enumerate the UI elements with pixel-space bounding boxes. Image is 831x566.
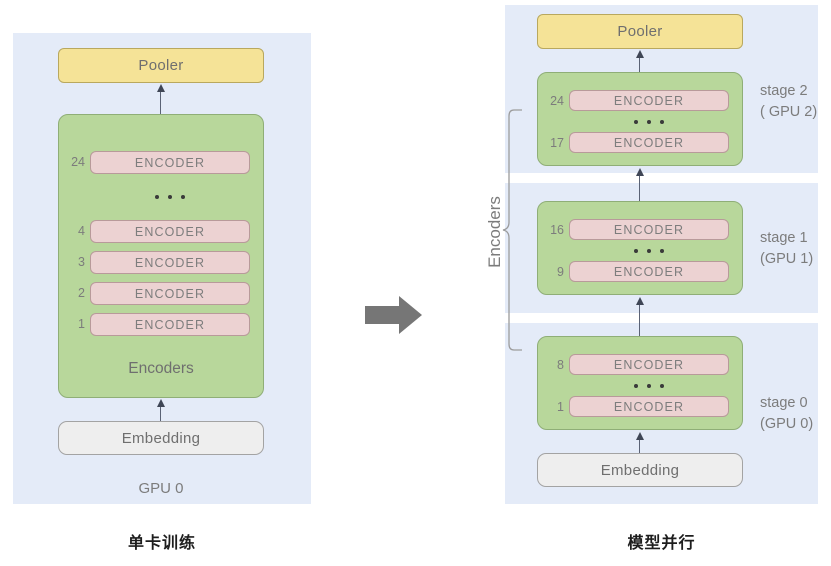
right-stage-1-encoder-index-top: 16 xyxy=(550,223,564,237)
right-connector-stage0-to-stage1 xyxy=(639,304,641,337)
left-encoder-box-3: ENCODER xyxy=(90,251,250,274)
right-stage-0-encoders-group: ENCODER 8 ENCODER 1 xyxy=(537,336,743,430)
left-caption: 单卡训练 xyxy=(127,535,196,552)
right-pooler-label: Pooler xyxy=(617,23,663,40)
left-embedding-box: Embedding xyxy=(58,421,264,455)
left-encoder-label-1: ENCODER xyxy=(134,317,206,332)
transform-arrow xyxy=(365,295,423,335)
right-stage-2-encoder-label-bottom: ENCODER xyxy=(613,135,685,150)
left-connector-embedding-to-encoders xyxy=(160,406,162,423)
right-stage-0-label-line1: stage 0 xyxy=(760,395,808,411)
left-encoder-index-3: 3 xyxy=(78,255,85,269)
right-stage-2-encoder-box-bottom: ENCODER xyxy=(569,132,729,153)
right-stage-0-encoder-box-bottom: ENCODER xyxy=(569,396,729,417)
right-pooler-box: Pooler xyxy=(537,14,743,49)
right-stage-2-encoder-index-bottom: 17 xyxy=(550,136,564,150)
encoders-brace-label: Encoders xyxy=(485,196,504,268)
right-block-arrow-icon xyxy=(365,296,422,334)
right-stage-2-label: stage 2 ( GPU 2) xyxy=(760,81,817,123)
right-stage-0-encoder-label-top: ENCODER xyxy=(613,357,685,372)
right-stage-2-label-line2: ( GPU 2) xyxy=(760,104,818,120)
right-stage-1-encoder-box-top: ENCODER xyxy=(569,219,729,240)
right-connector-stage2-to-pooler xyxy=(639,57,641,73)
right-stage-0-encoder-label-bottom: ENCODER xyxy=(613,399,685,414)
right-stage-1-label-line2: (GPU 1) xyxy=(760,251,814,267)
left-encoder-box-4: ENCODER xyxy=(90,220,250,243)
right-stage-1-encoder-label-top: ENCODER xyxy=(613,222,685,237)
right-stage-0-label: stage 0 (GPU 0) xyxy=(760,393,813,435)
right-caption: 模型并行 xyxy=(627,535,696,552)
left-encoder-index-1: 1 xyxy=(78,317,85,331)
right-stage-0-encoder-box-top: ENCODER xyxy=(569,354,729,375)
right-stage-0-encoder-index-bottom: 1 xyxy=(557,400,564,414)
left-pooler-label: Pooler xyxy=(138,57,184,74)
left-encoder-label-24: ENCODER xyxy=(134,155,206,170)
left-encoder-box-2: ENCODER xyxy=(90,282,250,305)
right-stage-1-encoders-group: ENCODER 16 ENCODER 9 xyxy=(537,201,743,295)
right-stage-2-encoder-label-top: ENCODER xyxy=(613,93,685,108)
right-connector-embedding-to-stage0 xyxy=(639,439,641,454)
encoders-brace-icon xyxy=(502,109,522,351)
right-stage-2-encoder-box-top: ENCODER xyxy=(569,90,729,111)
left-gpu-id-label: GPU 0 xyxy=(138,480,184,497)
right-embedding-box: Embedding xyxy=(537,453,743,487)
right-embedding-label: Embedding xyxy=(600,461,680,479)
left-pooler-box: Pooler xyxy=(58,48,264,83)
left-encoders-group-label: Encoders xyxy=(128,360,194,377)
left-encoder-index-24: 24 xyxy=(71,155,85,169)
left-encoder-index-4: 4 xyxy=(78,224,85,238)
right-stage-0-label-line2: (GPU 0) xyxy=(760,416,814,432)
left-ellipsis-dots xyxy=(90,191,250,203)
right-stage-1-encoder-label-bottom: ENCODER xyxy=(613,264,685,279)
left-embedding-label: Embedding xyxy=(121,429,201,447)
right-stage-1-ellipsis-dots xyxy=(569,246,729,256)
left-encoders-group: ENCODER 24 ENCODER 4 ENCODER 3 ENCODER 2… xyxy=(58,114,264,398)
right-stage-1-label: stage 1 (GPU 1) xyxy=(760,228,813,270)
left-encoder-box-24: ENCODER xyxy=(90,151,250,174)
left-encoder-index-2: 2 xyxy=(78,286,85,300)
right-stage-1-encoder-index-bottom: 9 xyxy=(557,265,564,279)
left-encoder-label-3: ENCODER xyxy=(134,255,206,270)
left-encoder-label-2: ENCODER xyxy=(134,286,206,301)
right-stage-2-label-line1: stage 2 xyxy=(760,83,808,99)
right-stage-0-ellipsis-dots xyxy=(569,381,729,391)
left-encoder-box-1: ENCODER xyxy=(90,313,250,336)
right-stage-2-ellipsis-dots xyxy=(569,117,729,127)
right-stage-2-encoder-index-top: 24 xyxy=(550,94,564,108)
right-connector-stage1-to-stage2 xyxy=(639,175,641,208)
right-stage-0-encoder-index-top: 8 xyxy=(557,358,564,372)
left-encoder-label-4: ENCODER xyxy=(134,224,206,239)
left-connector-encoders-to-pooler xyxy=(160,91,162,115)
right-stage-2-encoders-group: ENCODER 24 ENCODER 17 xyxy=(537,72,743,166)
right-stage-1-label-line1: stage 1 xyxy=(760,230,808,246)
right-stage-1-encoder-box-bottom: ENCODER xyxy=(569,261,729,282)
